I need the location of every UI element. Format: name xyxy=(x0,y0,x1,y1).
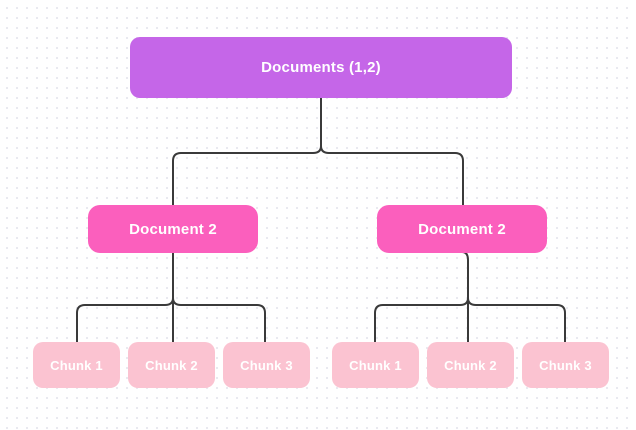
node-documents-root[interactable]: Documents (1,2) xyxy=(130,37,512,98)
node-chunk-left-3-label: Chunk 3 xyxy=(240,357,293,373)
connector-docleft-to-chunk1 xyxy=(76,251,174,344)
node-chunk-left-3[interactable]: Chunk 3 xyxy=(223,342,310,388)
node-chunk-left-2-label: Chunk 2 xyxy=(145,357,198,373)
node-chunk-right-1[interactable]: Chunk 1 xyxy=(332,342,419,388)
node-document-left-label: Document 2 xyxy=(129,220,217,238)
connector-root-to-doc-left xyxy=(172,97,322,207)
node-chunk-right-1-label: Chunk 1 xyxy=(349,357,402,373)
node-chunk-right-3-label: Chunk 3 xyxy=(539,357,592,373)
connector-docright-to-chunk3 xyxy=(467,261,566,344)
node-chunk-left-1-label: Chunk 1 xyxy=(50,357,103,373)
node-chunk-right-2[interactable]: Chunk 2 xyxy=(427,342,514,388)
node-document-right-label: Document 2 xyxy=(418,220,506,238)
node-chunk-left-1[interactable]: Chunk 1 xyxy=(33,342,120,388)
node-document-right[interactable]: Document 2 xyxy=(377,205,547,253)
node-chunk-left-2[interactable]: Chunk 2 xyxy=(128,342,215,388)
node-document-left[interactable]: Document 2 xyxy=(88,205,258,253)
connector-docleft-to-chunk3 xyxy=(172,251,266,344)
node-documents-root-label: Documents (1,2) xyxy=(261,59,381,76)
connector-docright-to-chunk1 xyxy=(374,261,469,344)
connector-root-to-doc-right xyxy=(320,97,464,207)
node-chunk-right-2-label: Chunk 2 xyxy=(444,357,497,373)
node-chunk-right-3[interactable]: Chunk 3 xyxy=(522,342,609,388)
